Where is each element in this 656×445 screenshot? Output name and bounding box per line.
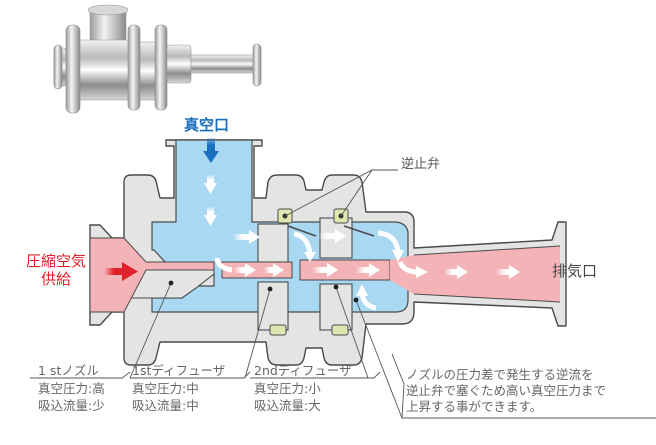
diffuser-holder-1-bottom <box>257 281 289 331</box>
vacuum-pressure: 真空圧力:小 <box>254 381 321 396</box>
compressed-air-label-line2: 供給 <box>41 270 72 288</box>
suction-curve-nozzle <box>214 257 233 273</box>
check-valve-note: ノズルの圧力差で発生する逆流を 逆止弁で塞ぐため高い真空圧力まで 上昇する事がで… <box>406 367 606 415</box>
stage-name: 1 stノズル <box>38 363 99 378</box>
suction-curve-1 <box>293 231 313 255</box>
note-line-3: 上昇する事ができます。 <box>406 399 543 414</box>
compressed-air-label: 圧縮空気 供給 <box>26 252 86 288</box>
check-valve-label: 逆止弁 <box>401 157 441 172</box>
vacuum-pressure: 真空圧力:中 <box>132 381 199 396</box>
mix-arrow-3 <box>312 263 338 277</box>
suction-arrow-down-2 <box>204 206 217 226</box>
mix-arrow-2 <box>264 263 284 277</box>
suction-flow: 吸込流量:中 <box>132 398 199 413</box>
mix-arrow-1 <box>234 263 256 277</box>
suction-flow: 吸込流量:少 <box>38 398 105 413</box>
exhaust-curve <box>397 260 419 275</box>
vacuum-pressure: 真空圧力:高 <box>38 381 105 396</box>
leader-lines <box>30 169 656 419</box>
stage-1st-nozzle: 1 stノズル 真空圧力:高 吸込流量:少 <box>38 363 105 414</box>
flow-arrows <box>104 138 520 311</box>
note-line-1: ノズルの圧力差で発生する逆流を <box>406 367 594 382</box>
stage-1st-diffuser: 1stディフューザ 真空圧力:中 吸込流量:中 <box>132 363 225 414</box>
diffuser-holder-2-bottom <box>319 283 353 331</box>
seal-lower-2 <box>331 324 349 336</box>
exhaust-arrow-2 <box>496 265 520 279</box>
vacuum-port-label: 真空口 <box>184 116 230 134</box>
leader-dots <box>168 280 359 303</box>
vacuum-inlet-arrow <box>203 138 219 163</box>
suction-arrow-down-1 <box>204 174 217 194</box>
stage-name: 1stディフューザ <box>132 363 226 378</box>
suction-flow: 吸込流量:大 <box>254 398 321 413</box>
exhaust-arrow-1 <box>444 265 468 279</box>
stage-name: 2ndディフューザ <box>254 363 352 378</box>
ejector-body-section <box>89 139 567 366</box>
diffuser-holder-1-top <box>257 223 289 263</box>
suction-arrow-2 <box>318 229 346 243</box>
compressed-air-path <box>89 237 215 313</box>
suction-curve-2 <box>377 230 401 253</box>
exhaust-flow <box>390 246 560 302</box>
mix-arrow-4 <box>356 263 380 277</box>
stage-2nd-diffuser: 2ndディフューザ 真空圧力:小 吸込流量:大 <box>254 363 352 414</box>
compressed-air-arrow <box>104 262 138 281</box>
compressed-air-label-line1: 圧縮空気 <box>26 252 87 270</box>
seal-lower-1 <box>269 324 287 336</box>
note-line-2: 逆止弁で塞ぐため高い真空圧力まで <box>406 383 607 398</box>
product-photo <box>53 4 262 114</box>
suction-arrow-1 <box>232 230 260 244</box>
exhaust-port-label: 排気口 <box>552 262 598 280</box>
